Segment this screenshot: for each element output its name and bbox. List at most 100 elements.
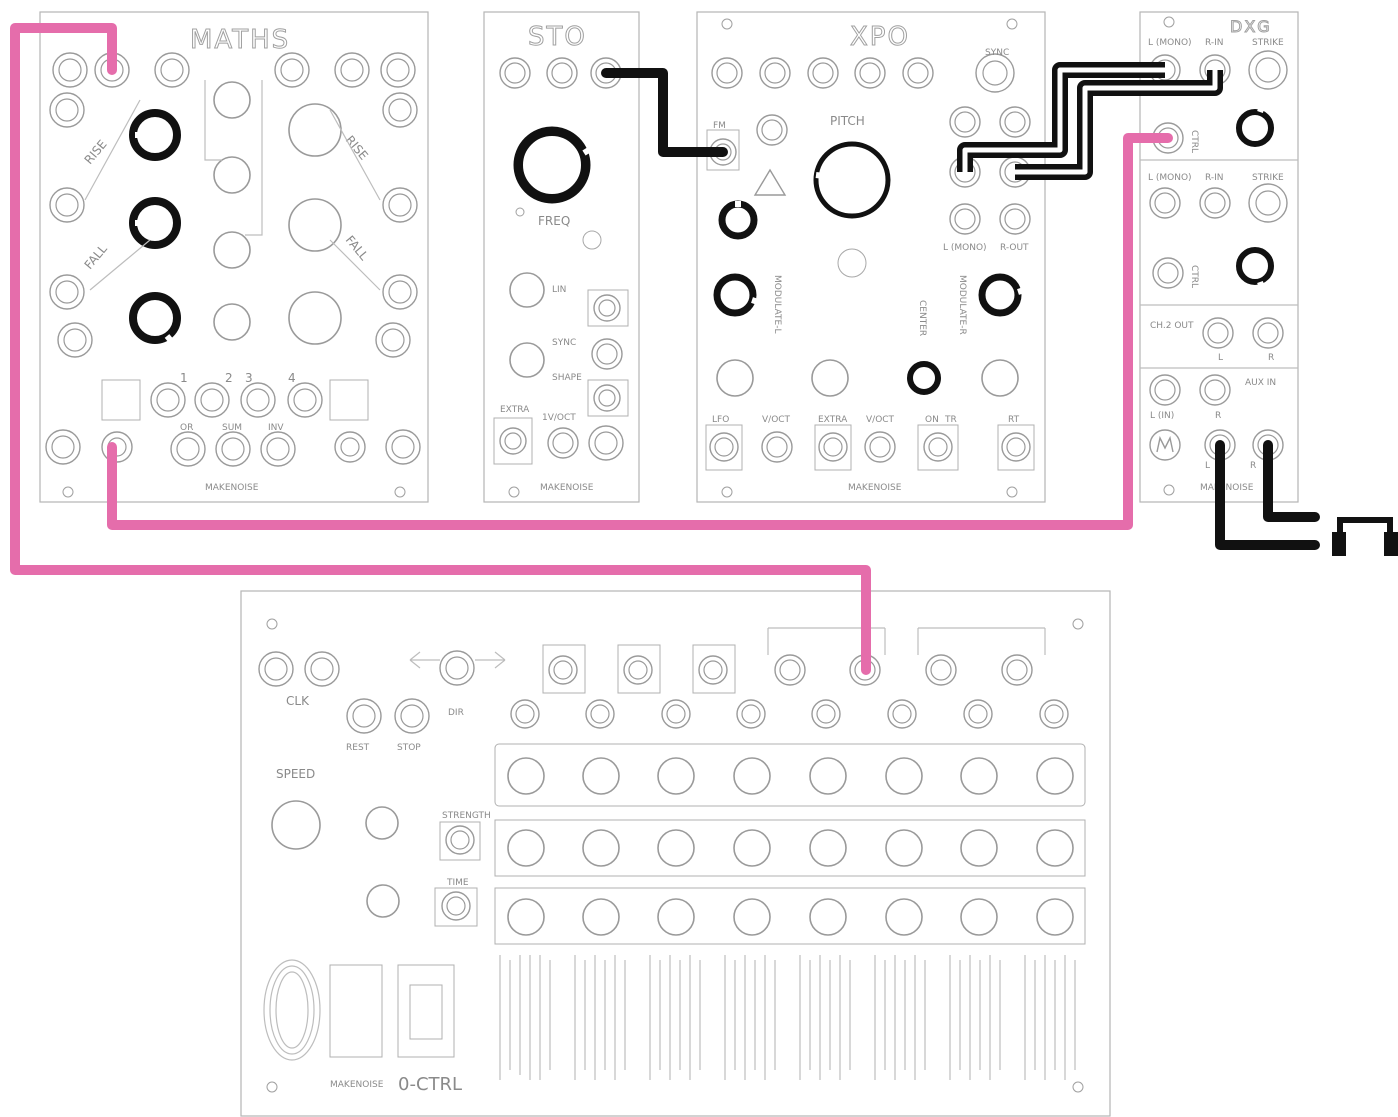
dxg-l-in-jack-aux[interactable] <box>1150 375 1180 405</box>
octrl-time-knob-5[interactable] <box>810 899 846 935</box>
dxg-strike-jack-2[interactable] <box>1249 184 1287 222</box>
maths-jack[interactable] <box>383 93 417 127</box>
maths-jack[interactable] <box>50 93 84 127</box>
dxg-r-in-jack-aux[interactable] <box>1200 375 1230 405</box>
maths-jack[interactable] <box>381 53 415 87</box>
xpo-knob[interactable] <box>982 360 1018 396</box>
octrl-step-gate-3[interactable] <box>662 700 690 728</box>
octrl-step-gate-7[interactable] <box>964 700 992 728</box>
octrl-speed-knob[interactable] <box>272 801 320 849</box>
xpo-square-out[interactable] <box>855 58 885 88</box>
octrl-clk-jack[interactable] <box>259 652 293 686</box>
dxg-r-in-jack-2[interactable] <box>1200 188 1230 218</box>
octrl-strength-knob-8[interactable] <box>1037 830 1073 866</box>
octrl-step-gate-5[interactable] <box>812 700 840 728</box>
xpo-fm-index-jack[interactable] <box>757 115 787 145</box>
maths-jack[interactable] <box>155 53 189 87</box>
octrl-cv-knob-4[interactable] <box>734 758 770 794</box>
maths-attenuverter-2[interactable] <box>214 157 250 193</box>
xpo-voct-jack-1[interactable] <box>762 432 792 462</box>
octrl-time-knob-1[interactable] <box>508 899 544 935</box>
octrl-step-gate-2[interactable] <box>586 700 614 728</box>
maths-rise-knob-1[interactable] <box>133 113 177 157</box>
xpo-center-knob[interactable] <box>910 364 938 392</box>
octrl-cv-jack[interactable] <box>1002 655 1032 685</box>
octrl-strength-knob-2[interactable] <box>583 830 619 866</box>
octrl-time-knob[interactable] <box>367 885 399 917</box>
sto-shape-knob[interactable] <box>510 343 544 377</box>
octrl-strength-knob-5[interactable] <box>810 830 846 866</box>
maths-jack[interactable] <box>383 188 417 222</box>
maths-attenuverter-3[interactable] <box>214 232 250 268</box>
dxg-ch2-out-l-jack[interactable] <box>1203 318 1233 348</box>
octrl-step-gate-6[interactable] <box>888 700 916 728</box>
octrl-cv-knob-1[interactable] <box>508 758 544 794</box>
sto-sync-jack[interactable] <box>592 339 622 369</box>
sto-freq-knob[interactable] <box>518 131 592 199</box>
maths-vari-knob-4[interactable] <box>289 292 341 344</box>
octrl-cv-jack[interactable] <box>926 655 956 685</box>
maths-jack[interactable] <box>58 323 92 357</box>
dxg-ctrl-jack-2[interactable] <box>1153 258 1183 288</box>
octrl-strength-knob[interactable] <box>366 807 398 839</box>
maths-eoc-jack[interactable] <box>386 430 420 464</box>
octrl-step-gate-1[interactable] <box>511 700 539 728</box>
octrl-clk-out-jack[interactable] <box>305 652 339 686</box>
octrl-time-knob-3[interactable] <box>658 899 694 935</box>
maths-jack[interactable] <box>376 323 410 357</box>
maths-cycle-jack-4[interactable] <box>335 432 365 462</box>
maths-eor-jack[interactable] <box>46 430 80 464</box>
octrl-cv-knob-6[interactable] <box>886 758 922 794</box>
xpo-modulate-l-knob[interactable] <box>717 277 758 313</box>
maths-or-out[interactable] <box>171 432 205 466</box>
maths-jack[interactable] <box>50 188 84 222</box>
octrl-strength-knob-7[interactable] <box>961 830 997 866</box>
sto-out-jack[interactable] <box>589 426 623 460</box>
octrl-strength-knob-6[interactable] <box>886 830 922 866</box>
dxg-ch2-out-r-jack[interactable] <box>1253 318 1283 348</box>
xpo-tri-out[interactable] <box>760 58 790 88</box>
xpo-fm-knob[interactable] <box>722 201 754 236</box>
octrl-step-gate-8[interactable] <box>1040 700 1068 728</box>
octrl-time-knob-2[interactable] <box>583 899 619 935</box>
maths-rise-knob-4[interactable] <box>289 104 341 156</box>
dxg-strike-jack-1[interactable] <box>1249 51 1287 89</box>
maths-fall-knob-1[interactable] <box>133 201 177 245</box>
maths-attenuverter-1[interactable] <box>214 82 250 118</box>
maths-attenuverter-4[interactable] <box>214 304 250 340</box>
octrl-strength-knob-4[interactable] <box>734 830 770 866</box>
octrl-step-gate-4[interactable] <box>737 700 765 728</box>
maths-jack[interactable] <box>335 53 369 87</box>
maths-unity-out-1[interactable] <box>151 383 185 417</box>
xpo-jack[interactable] <box>950 107 980 137</box>
xpo-saw-out[interactable] <box>808 58 838 88</box>
maths-unity-out-2[interactable] <box>195 383 229 417</box>
octrl-stop-jack[interactable] <box>395 699 429 733</box>
octrl-dir-jack[interactable] <box>440 651 474 685</box>
octrl-cv-knob-3[interactable] <box>658 758 694 794</box>
octrl-time-knob-4[interactable] <box>734 899 770 935</box>
xpo-voct-jack-2[interactable] <box>865 432 895 462</box>
octrl-cv-jack[interactable] <box>775 655 805 685</box>
xpo-pitch-knob[interactable] <box>816 144 888 216</box>
xpo-r-out-jack[interactable] <box>1000 204 1030 234</box>
octrl-time-knob-8[interactable] <box>1037 899 1073 935</box>
xpo-sync-jack[interactable] <box>976 54 1014 92</box>
sto-jack[interactable] <box>500 58 530 88</box>
maths-jack[interactable] <box>53 53 87 87</box>
sto-voct-jack[interactable] <box>548 428 578 458</box>
octrl-strength-knob-3[interactable] <box>658 830 694 866</box>
maths-unity-out-4[interactable] <box>288 383 322 417</box>
maths-jack[interactable] <box>50 275 84 309</box>
xpo-l-mono-jack[interactable] <box>950 204 980 234</box>
maths-vari-knob-1[interactable] <box>133 296 177 342</box>
octrl-time-knob-6[interactable] <box>886 899 922 935</box>
octrl-cv-knob-8[interactable] <box>1037 758 1073 794</box>
xpo-jack[interactable] <box>1000 107 1030 137</box>
maths-jack[interactable] <box>383 275 417 309</box>
octrl-cv-knob-2[interactable] <box>583 758 619 794</box>
maths-inv-out[interactable] <box>261 432 295 466</box>
maths-jack[interactable] <box>275 53 309 87</box>
sto-lin-knob[interactable] <box>510 273 544 307</box>
octrl-cv-knob-7[interactable] <box>961 758 997 794</box>
